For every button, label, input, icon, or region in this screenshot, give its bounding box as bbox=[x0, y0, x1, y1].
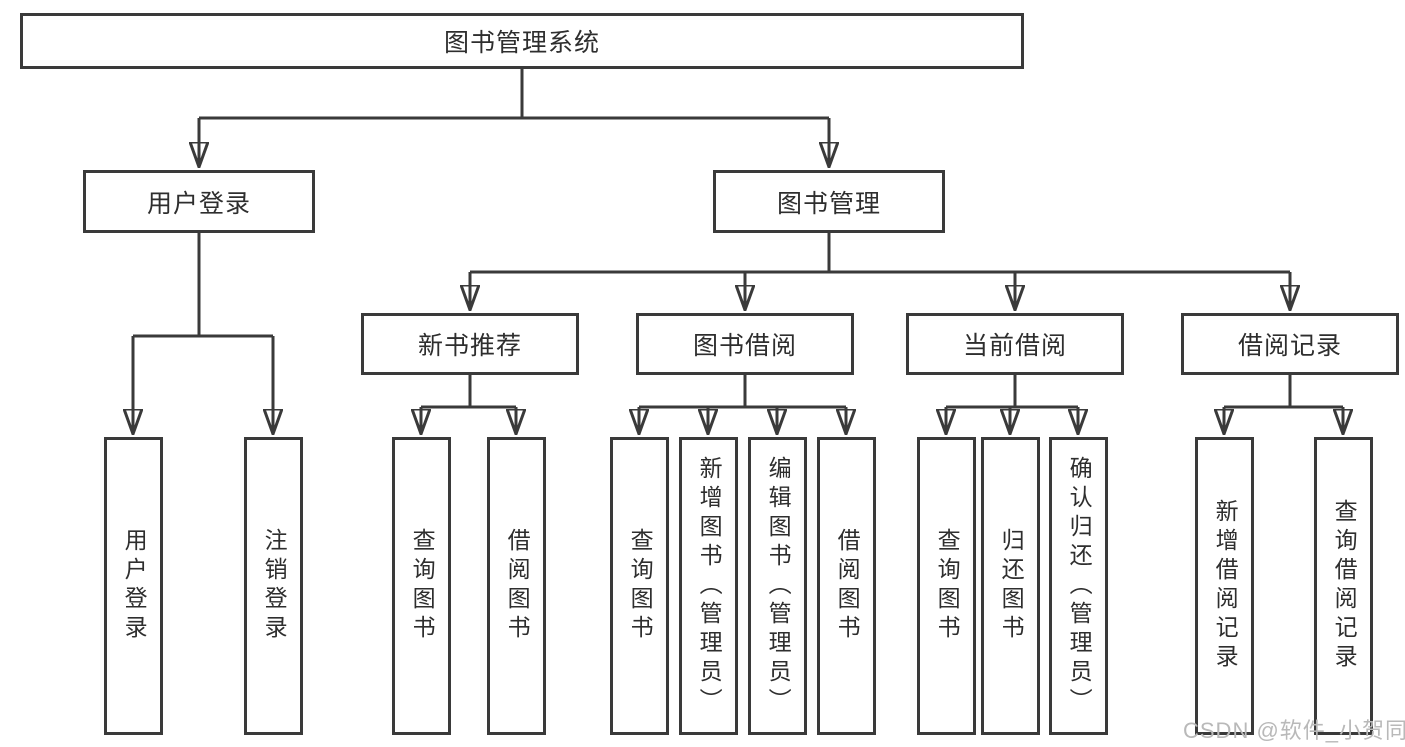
node-leaf-return-books: 归还图书 bbox=[981, 437, 1040, 735]
node-label: 查询图书 bbox=[409, 528, 436, 644]
node-library-management-system: 图书管理系统 bbox=[20, 13, 1024, 69]
node-current-borrowing: 当前借阅 bbox=[906, 313, 1124, 375]
node-label: 当前借阅 bbox=[962, 332, 1067, 360]
node-label: 查询借阅记录 bbox=[1331, 499, 1358, 673]
connector-book-management-to-level3 bbox=[470, 233, 1290, 309]
node-label: 编辑图书（管理员） bbox=[765, 455, 792, 717]
connector-book-borrowing-to-leaves bbox=[639, 375, 846, 433]
node-new-book-recommend: 新书推荐 bbox=[361, 313, 579, 375]
node-book-borrowing: 图书借阅 bbox=[636, 313, 854, 375]
connector-user-login-to-leaves bbox=[133, 233, 273, 433]
node-leaf-add-borrow-record: 新增借阅记录 bbox=[1195, 437, 1254, 735]
node-label: 用户登录 bbox=[121, 528, 148, 644]
node-book-management: 图书管理 bbox=[713, 170, 945, 233]
node-leaf-borrow-books-recommend: 借阅图书 bbox=[487, 437, 546, 735]
node-label: 查询图书 bbox=[934, 528, 961, 644]
node-leaf-query-borrow-record: 查询借阅记录 bbox=[1314, 437, 1373, 735]
connector-root-to-level2 bbox=[199, 69, 829, 166]
node-leaf-confirm-return-admin: 确认归还（管理员） bbox=[1049, 437, 1108, 735]
node-leaf-add-books-admin: 新增图书（管理员） bbox=[679, 437, 738, 735]
node-leaf-user-login: 用户登录 bbox=[104, 437, 163, 735]
node-leaf-edit-books-admin: 编辑图书（管理员） bbox=[748, 437, 807, 735]
connector-current-borrowing-to-leaves bbox=[946, 375, 1078, 433]
connector-borrowing-records-to-leaves bbox=[1224, 375, 1343, 433]
node-leaf-logout: 注销登录 bbox=[244, 437, 303, 735]
node-label: 图书管理系统 bbox=[443, 29, 600, 57]
node-leaf-query-books-recommend: 查询图书 bbox=[392, 437, 451, 735]
node-leaf-query-books-borrowing: 查询图书 bbox=[610, 437, 669, 735]
node-label: 注销登录 bbox=[261, 528, 288, 644]
node-label: 新书推荐 bbox=[417, 332, 522, 360]
node-label: 图书管理 bbox=[776, 189, 881, 218]
node-label: 归还图书 bbox=[998, 528, 1025, 644]
connector-new-book-recommend-to-leaves bbox=[421, 375, 516, 433]
node-label: 确认归还（管理员） bbox=[1066, 455, 1093, 717]
node-leaf-borrow-books-borrowing: 借阅图书 bbox=[817, 437, 876, 735]
node-label: 查询图书 bbox=[627, 528, 654, 644]
csdn-watermark: CSDN @软件_小贺同学 bbox=[1183, 718, 1405, 743]
node-label: 借阅图书 bbox=[834, 528, 861, 644]
node-borrowing-records: 借阅记录 bbox=[1181, 313, 1399, 375]
node-label: 用户登录 bbox=[146, 189, 251, 218]
node-label: 借阅图书 bbox=[504, 528, 531, 644]
node-label: 借阅记录 bbox=[1237, 332, 1342, 360]
node-label: 图书借阅 bbox=[692, 332, 797, 360]
node-label: 新增图书（管理员） bbox=[696, 455, 723, 717]
node-label: 新增借阅记录 bbox=[1212, 499, 1239, 673]
node-user-login: 用户登录 bbox=[83, 170, 315, 233]
node-leaf-query-books-current: 查询图书 bbox=[917, 437, 976, 735]
